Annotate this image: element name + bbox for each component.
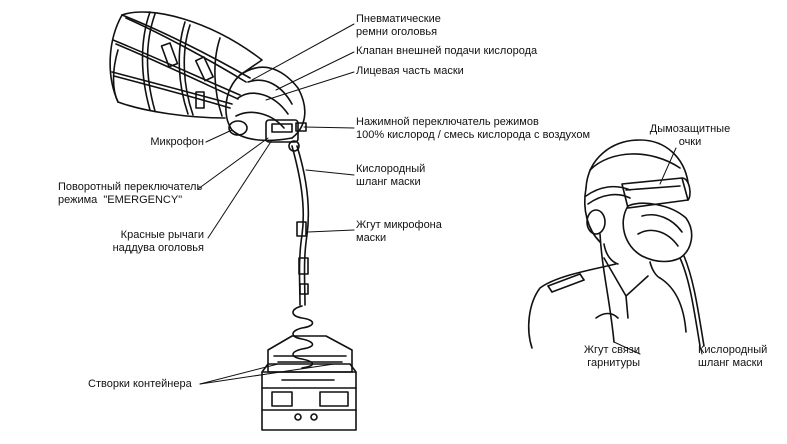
label-red-inflation-levers: Красные рычаги наддува оголовья: [112, 229, 204, 254]
label-external-oxygen-valve: Клапан внешней подачи кислорода: [356, 45, 538, 57]
label-headset-harness: Жгут связи гарнитуры: [583, 344, 640, 369]
label-microphone-harness: Жгут микрофона маски: [356, 219, 442, 244]
label-container-doors: Створки контейнера: [88, 378, 192, 390]
right-leader-lines: [613, 147, 703, 355]
hose-and-cable-drawing: [291, 145, 314, 369]
label-smoke-goggles: Дымозащитные очки: [649, 123, 731, 148]
label-mask-oxygen-hose: Кислородный шланг маски: [356, 163, 426, 188]
label-emergency-rotary-selector: Поворотный переключатель режима "EMERGEN…: [58, 181, 203, 206]
pilot-figure-drawing: [527, 139, 705, 349]
label-mode-pressure-switch: Нажимной переключатель режимов 100% кисл…: [356, 116, 591, 141]
label-microphone: Микрофон: [150, 136, 204, 148]
label-mask-face-piece: Лицевая часть маски: [356, 65, 464, 77]
inflatable-harness-drawing: [109, 11, 263, 119]
label-right-oxygen-hose: Кислородный шланг маски: [698, 344, 768, 369]
mask-body-drawing: [225, 66, 307, 152]
label-pneumatic-headstraps: Пневматические ремни оголовья: [356, 13, 441, 38]
stowage-container-drawing: [261, 335, 357, 431]
left-leader-lines: [197, 23, 355, 385]
